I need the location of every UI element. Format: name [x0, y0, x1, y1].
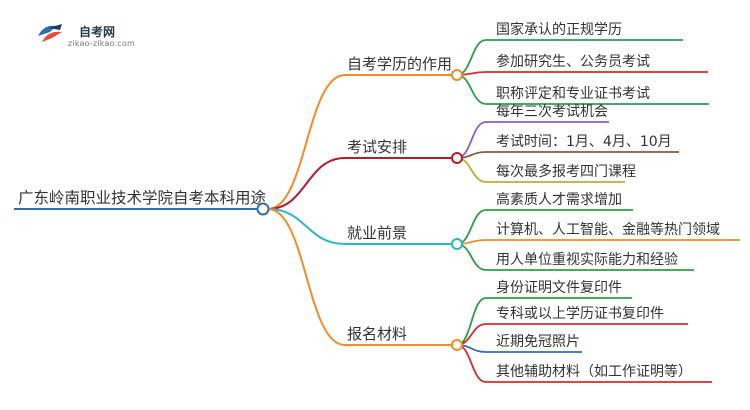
- branch-label[interactable]: 就业前景: [347, 224, 407, 242]
- leaf-label[interactable]: 近期免冠照片: [496, 334, 580, 350]
- logo-title: 自考网: [79, 25, 116, 39]
- leaf-label[interactable]: 考试时间：1月、4月、10月: [496, 134, 672, 150]
- leaf-label[interactable]: 其他辅助材料（如工作证明等）: [496, 363, 692, 380]
- leaf-label[interactable]: 高素质人才需求增加: [496, 191, 622, 208]
- leaf-label[interactable]: 职称评定和专业证书考试: [496, 86, 650, 102]
- branch-child-connector: [456, 344, 487, 383]
- branch-child-connector: [456, 209, 487, 245]
- branch-node[interactable]: [451, 69, 463, 81]
- leaf-label[interactable]: 每年三次考试机会: [496, 104, 608, 120]
- branch-node[interactable]: [451, 339, 463, 351]
- branch-node[interactable]: [451, 238, 463, 250]
- root-branch-connector: [267, 157, 346, 210]
- branch-node[interactable]: [451, 152, 463, 164]
- branch-child-connector: [456, 297, 487, 346]
- logo-url: zikao-zikao.com: [68, 39, 135, 48]
- graduation-cap-icon: [38, 24, 62, 42]
- leaf-label[interactable]: 专科或以上学历证书复印件: [496, 305, 664, 322]
- branch-label[interactable]: 自考学历的作用: [347, 55, 452, 73]
- site-logo[interactable]: 自考网 zikao-zikao.com: [36, 20, 146, 48]
- root-label[interactable]: 广东岭南职业技术学院自考本科用途: [18, 188, 267, 207]
- root-branch-connector: [267, 74, 346, 210]
- root-node[interactable]: [256, 202, 270, 216]
- branch-child-connector: [456, 74, 487, 105]
- leaf-label[interactable]: 身份证明文件复印件: [496, 279, 622, 296]
- leaf-label[interactable]: 参加研究生、公务员考试: [496, 53, 650, 70]
- branch-child-connector: [456, 39, 487, 76]
- leaf-label[interactable]: 计算机、人工智能、金融等热门领域: [496, 221, 720, 238]
- root-branch-connector: [267, 208, 346, 346]
- leaf-label[interactable]: 用人单位重视实际能力和经验: [496, 252, 678, 268]
- branch-label[interactable]: 报名材料: [347, 325, 407, 343]
- branch-label[interactable]: 考试安排: [347, 138, 407, 156]
- root-branch-connector: [267, 208, 346, 245]
- leaf-label[interactable]: 国家承认的正规学历: [496, 21, 622, 38]
- leaf-label[interactable]: 每次最多报考四门课程: [496, 163, 636, 180]
